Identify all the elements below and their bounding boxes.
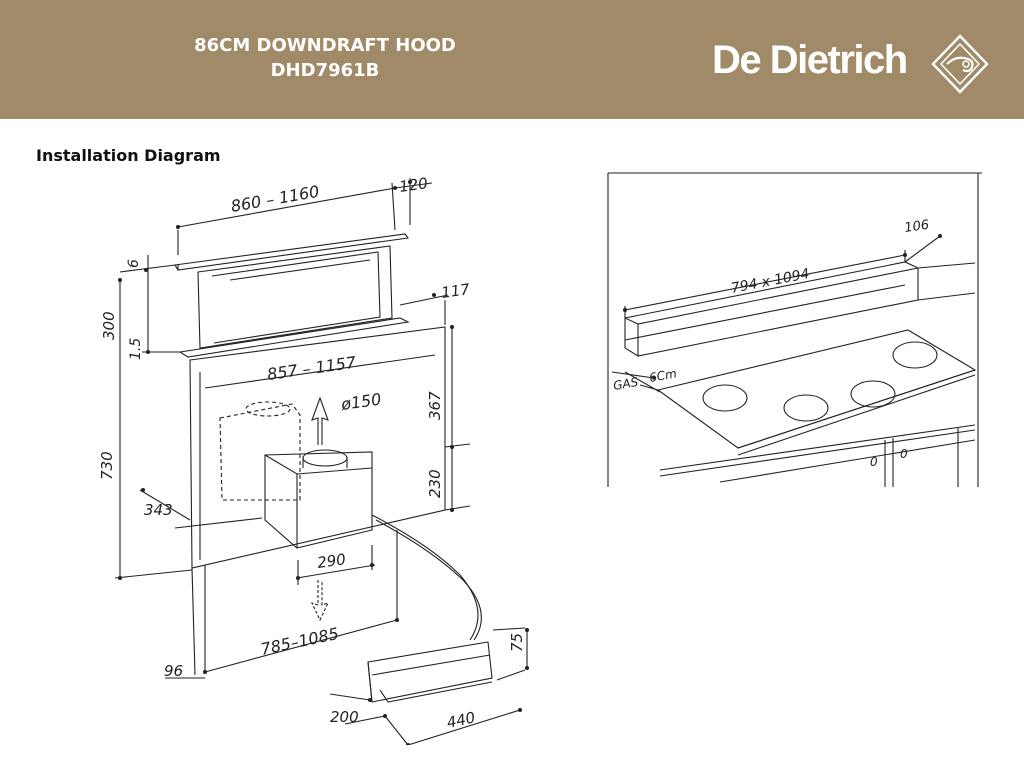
dim-lower-width: 857 – 1157 [266,353,358,384]
dim-panel-thickness: 6 [126,259,142,268]
knob-b: 0 [900,447,908,461]
dim-box-width: 290 [316,550,347,572]
brand-name: De Dietrich [712,38,908,82]
title-line-2: DHD7961B [270,60,380,81]
dim-side-offset: 117 [440,280,471,302]
knob-a: 0 [870,455,878,469]
gas-label: GAS [612,375,640,393]
header-banner: 86CM DOWNDRAFT HOOD DHD7961B De Dietrich [0,0,1024,119]
installation-diagram: 860 – 1160 120 6 300 1.5 857 – 1157 117 … [98,174,529,745]
section-heading: Installation Diagram [36,146,221,165]
dim-motor-depth: 200 [330,708,359,726]
dim-slot-height: 106 [903,218,930,236]
dim-base-depth: 96 [164,662,183,680]
dim-motor-width: 440 [445,708,477,732]
dim-rise-height: 300 [100,311,118,340]
dim-step: 1.5 [128,338,144,360]
dim-upper-height: 367 [426,391,444,420]
title-line-1: 86CM DOWNDRAFT HOOD [194,35,456,56]
dim-gap: 6Cm [648,366,678,385]
dim-motor-height: 75 [508,633,526,652]
cutout-detail-diagram: 106 794 x 1094 GAS 6Cm 0 0 [607,172,982,487]
product-title: 86CM DOWNDRAFT HOOD DHD7961B [120,33,530,83]
dim-box-height: 230 [426,469,444,498]
dim-bottom-offset: 343 [144,501,173,519]
dim-top-depth: 120 [398,174,429,196]
dim-base-width: 785–1085 [259,624,340,659]
dim-duct-diameter: ø150 [339,390,383,415]
dim-top-width: 860 – 1160 [229,182,320,216]
dim-total-height: 730 [98,451,116,480]
diamond-horn-logo-icon [931,34,989,94]
